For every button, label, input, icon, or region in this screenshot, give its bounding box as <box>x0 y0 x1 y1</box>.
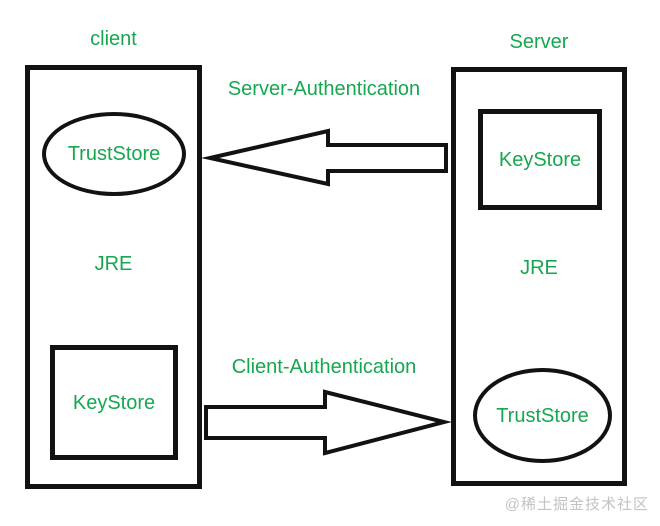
server-keystore-rect: KeyStore <box>478 109 602 210</box>
server-authentication-label: Server-Authentication <box>227 78 421 100</box>
server-keystore-label: KeyStore <box>498 148 582 171</box>
watermark: @稀土掘金技术社区 <box>504 496 649 513</box>
server-truststore-ellipse: TrustStore <box>473 368 612 463</box>
client-title: client <box>90 28 137 50</box>
client-authentication-label: Client-Authentication <box>231 356 417 378</box>
server-truststore-label: TrustStore <box>496 404 589 427</box>
server-auth-arrow-left-icon <box>200 128 448 187</box>
server-title: Server <box>509 31 569 53</box>
client-jre-label: JRE <box>94 253 133 275</box>
client-keystore-label: KeyStore <box>72 391 156 414</box>
server-jre-label: JRE <box>520 257 558 279</box>
client-auth-arrow-right-icon <box>204 389 453 456</box>
client-truststore-label: TrustStore <box>67 143 161 165</box>
client-truststore-ellipse: TrustStore <box>42 112 186 196</box>
client-keystore-rect: KeyStore <box>50 345 178 460</box>
